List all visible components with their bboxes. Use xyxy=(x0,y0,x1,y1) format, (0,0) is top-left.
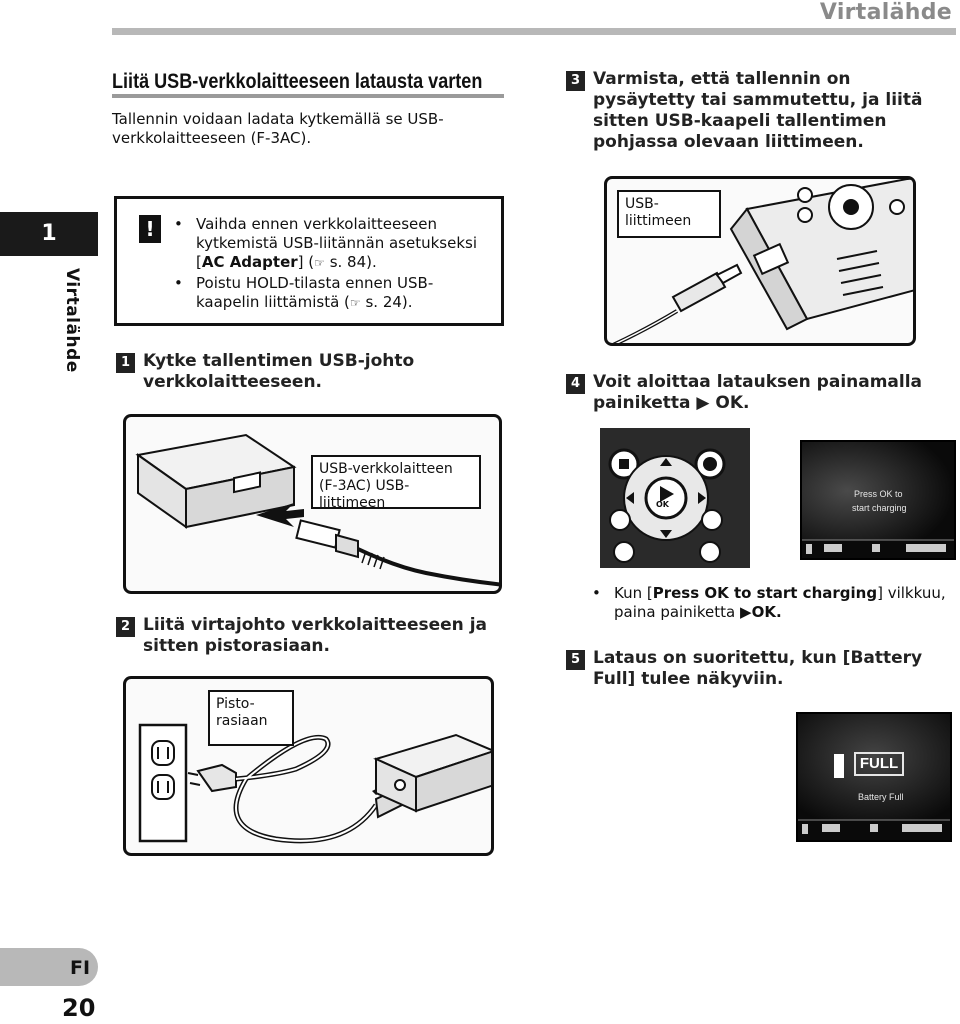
bullet-text: Vaihda ennen verkkolaitteeseen kytkemist… xyxy=(196,215,478,271)
exclamation-icon: ! xyxy=(139,215,161,243)
step-number: 4 xyxy=(566,374,585,394)
message-name: Battery Full xyxy=(593,648,923,689)
section-heading-underline xyxy=(112,94,504,98)
step-number: 2 xyxy=(116,617,135,637)
full-battery-badge: FULL xyxy=(854,752,904,776)
usb-adapter-drawing xyxy=(135,433,499,587)
chapter-side-label: Virtalähde xyxy=(62,268,82,373)
step-text: Voit aloittaa latauksen painamalla paini… xyxy=(593,372,953,414)
recorder-usb-illustration xyxy=(604,176,916,346)
power-cord-drawing xyxy=(138,723,491,844)
note-text: ] vilkkuu, paina painiketta xyxy=(614,584,946,621)
recorder-usb-drawing xyxy=(612,179,913,343)
step-number: 1 xyxy=(116,353,135,373)
header-rule xyxy=(112,28,956,35)
screen-background xyxy=(798,714,950,834)
step-text: Varmista, että tallennin on pysäytetty t… xyxy=(593,69,923,152)
screen-caption: Battery Full xyxy=(858,792,904,802)
outlet-callout: Pisto-rasiaan xyxy=(208,690,294,746)
screen-text-line: start charging xyxy=(852,503,907,513)
warning-box xyxy=(114,196,504,326)
warning-bullet: Vaihda ennen verkkolaitteeseen kytkemist… xyxy=(174,215,496,273)
intro-text: Tallennin voidaan ladata kytkemällä se U… xyxy=(112,110,444,147)
section-heading: Liitä USB-verkkolaitteeseen latausta var… xyxy=(112,70,483,93)
button-panel-drawing xyxy=(600,428,750,568)
note-text: Kun [ xyxy=(614,584,653,602)
pointing-hand-icon: ☞ xyxy=(349,296,361,310)
page-header-title: Virtalähde xyxy=(819,0,952,25)
outlet-illustration xyxy=(123,676,494,856)
step-text-part: ] tulee näkyviin. xyxy=(627,669,784,689)
play-icon: ▶ xyxy=(696,393,710,413)
page-number: 20 xyxy=(62,994,96,1022)
chapter-tab xyxy=(0,212,98,256)
button-name: OK. xyxy=(751,603,782,621)
step-text: Liitä virtajohto verkkolaitteeseen ja si… xyxy=(143,615,487,656)
ok-button-label: OK xyxy=(656,500,669,509)
usb-connector-callout: USB-liittimeen xyxy=(617,190,721,238)
adapter-usb-callout: USB-verkkolaitteen (F-3AC) USB-liittimee… xyxy=(311,455,481,511)
step-text-part: OK. xyxy=(709,393,750,413)
step-text: Lataus on suoritettu, kun [Battery Full]… xyxy=(593,648,953,690)
recorder-button-panel xyxy=(588,428,798,568)
battery-full-screen xyxy=(796,712,952,842)
page-reference: s. 84). xyxy=(329,253,377,271)
language-code: FI xyxy=(70,957,91,979)
screen-text-line: Press OK to xyxy=(854,489,903,499)
warning-bullet: Poistu HOLD-tilasta ennen USB-kaapelin l… xyxy=(174,274,486,313)
step-text-part: Lataus on suoritettu, kun [ xyxy=(593,648,851,668)
pointing-hand-icon: ☞ xyxy=(314,256,325,270)
step-text-part: Voit aloittaa latauksen painamalla paini… xyxy=(593,372,923,413)
bullet-text: ] ( xyxy=(297,253,315,271)
step-number: 5 xyxy=(566,650,585,670)
page-reference: s. 24). xyxy=(365,293,413,311)
chapter-number: 1 xyxy=(41,221,57,246)
charging-screen xyxy=(800,440,956,560)
step-number: 3 xyxy=(566,71,585,91)
language-tab xyxy=(0,948,98,986)
screen-background xyxy=(802,442,954,554)
note-bullet: Kun [Press OK to start charging] vilkkuu… xyxy=(592,584,954,622)
play-icon: ▶ xyxy=(740,603,752,621)
bullet-text: Poistu HOLD-tilasta ennen USB-kaapelin l… xyxy=(196,274,434,311)
setting-name: AC Adapter xyxy=(201,253,298,271)
message-name: Press OK to start charging xyxy=(652,584,878,602)
step-text: Kytke tallentimen USB-johto verkkolaitte… xyxy=(143,351,415,392)
